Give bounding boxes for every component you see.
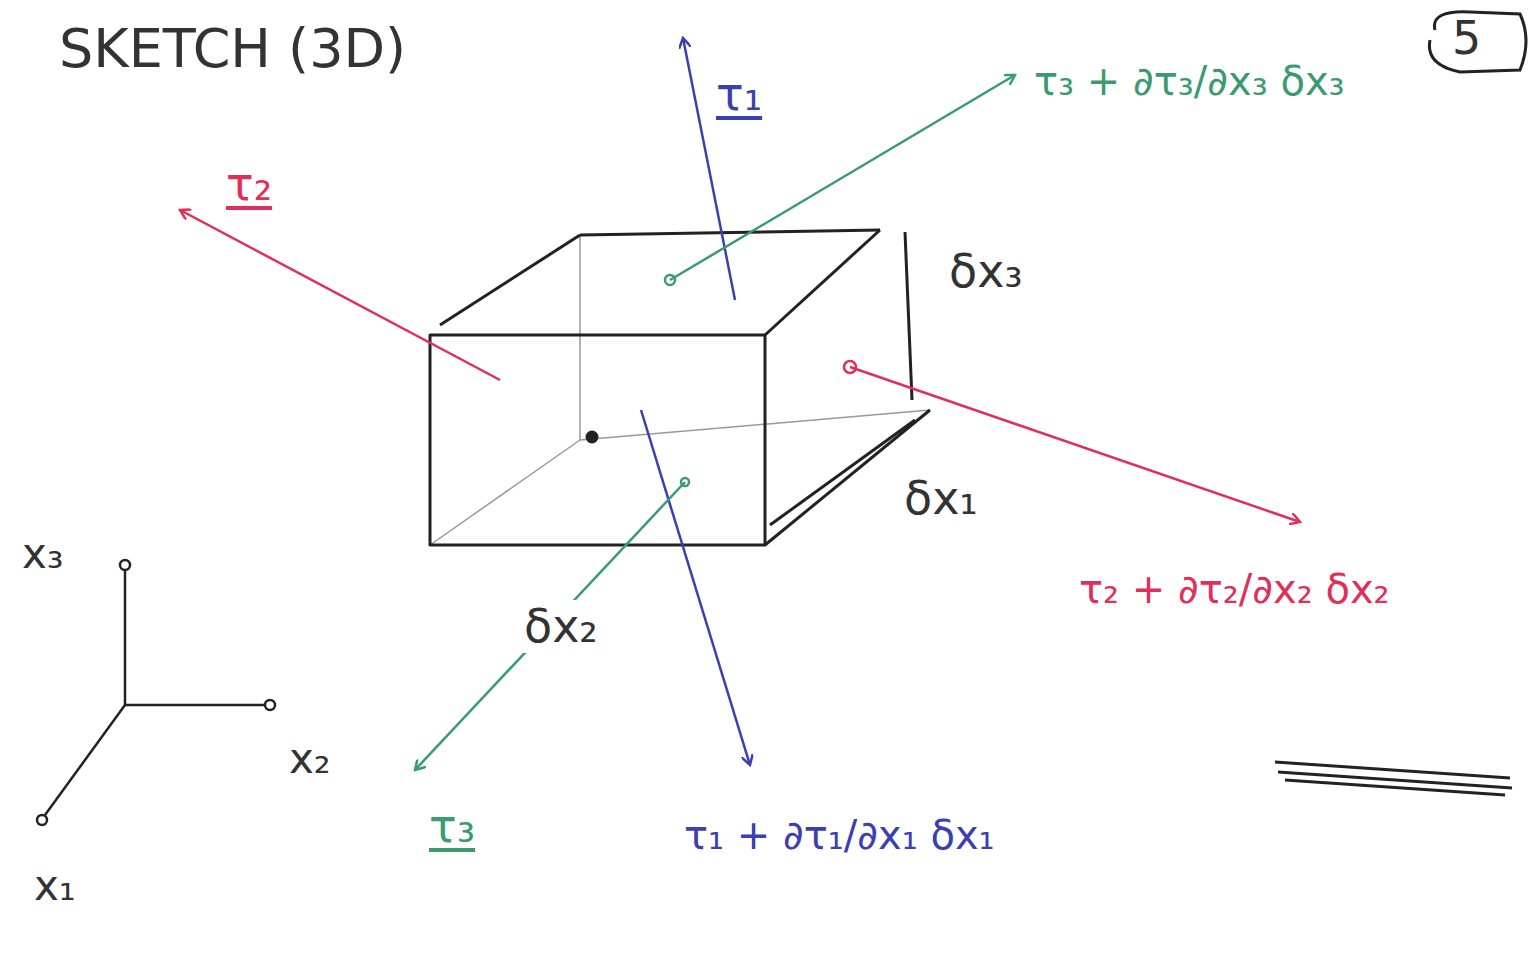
- sketch-title: SKETCH (3D): [55, 18, 410, 80]
- coordinate-axes: [37, 560, 275, 825]
- dimension-label: δx₁: [900, 472, 982, 525]
- vector-expression: τ₁ + ∂τ₁/∂x₁ δx₁: [680, 812, 999, 858]
- page-number: 5: [1448, 12, 1485, 65]
- dimension-label: δx₂: [520, 600, 602, 653]
- page-marks: [1275, 12, 1526, 795]
- axis-label: x₂: [285, 735, 335, 783]
- fluid-element-cube: [430, 230, 930, 545]
- axis-label: x₃: [18, 530, 68, 578]
- vector-expression: τ₃ + ∂τ₃/∂x₃ δx₃: [1030, 58, 1349, 104]
- dimension-label: δx₃: [945, 245, 1027, 298]
- hidden-edges: [430, 235, 930, 545]
- vector-expression: τ₂ + ∂τ₂/∂x₂ δx₂: [1075, 566, 1394, 612]
- stress-vector-2: [180, 210, 1300, 522]
- vector-label: τ₃: [425, 800, 479, 853]
- vector-label: τ₁: [712, 68, 766, 121]
- stress-vector-1: [641, 38, 750, 765]
- stress-vector-3: [415, 75, 1015, 770]
- axis-label: x₁: [30, 862, 80, 910]
- vector-label: τ₂: [222, 158, 276, 211]
